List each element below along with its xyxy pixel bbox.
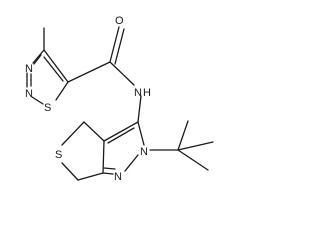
- atom-label-s-thiophene: S: [55, 149, 62, 161]
- bond-c6a-c3a: [102, 140, 105, 174]
- bond-c6h2-c6a: [77, 172, 104, 181]
- bond-s5-c6h2: [61, 162, 79, 181]
- bond-n-c3: [137, 95, 142, 123]
- atom-label-s-thiadiazole: S: [44, 102, 51, 114]
- bond-c5-c4: [43, 49, 69, 83]
- atom-label-o-carbonyl: O: [115, 15, 124, 27]
- bond-cq-methyl-up: [177, 120, 189, 151]
- bond-cq-methyl-right: [177, 141, 214, 151]
- bond-cq-methyl-down: [177, 149, 209, 171]
- bond-c5-c4-inner: [43, 56, 64, 82]
- bond-n2-s1: [31, 96, 44, 105]
- bond-c5-carbonyl: [67, 61, 111, 83]
- atom-label-n-thiadiazole-2: N: [25, 88, 33, 100]
- atom-label-n-pyrazole-bottom: N: [114, 171, 122, 183]
- bond-c4h2-s5: [61, 121, 85, 146]
- bond-n2-n1: [124, 154, 139, 172]
- bond-c3-c3a-double: [103, 121, 139, 142]
- bond-s1-c5: [55, 81, 69, 101]
- atom-label-n-amide: N: [134, 87, 142, 99]
- atom-label-n-thiadiazole-1: N: [25, 63, 33, 75]
- bond-c3a-c4h2: [83, 121, 105, 142]
- bond-carbonyl-o: [109, 26, 120, 63]
- bond-c4-n3-inner: [33, 54, 42, 65]
- bond-carbonyl-o-inner: [114, 28, 125, 65]
- bond-c3-c3a-inner: [107, 127, 135, 144]
- bond-c3-n2: [137, 121, 145, 146]
- atom-label-h-amide: H: [143, 87, 151, 99]
- bond-c4-n3-double: [32, 49, 45, 64]
- bond-n1-c6a-inner: [103, 167, 116, 170]
- bond-n1-c6a-double: [102, 172, 114, 175]
- bond-carbonyl-n: [109, 61, 135, 86]
- molecule-structure-diagram: O N H N N S S N N: [25, 15, 214, 183]
- atom-label-n-pyrazole-top: N: [140, 146, 148, 158]
